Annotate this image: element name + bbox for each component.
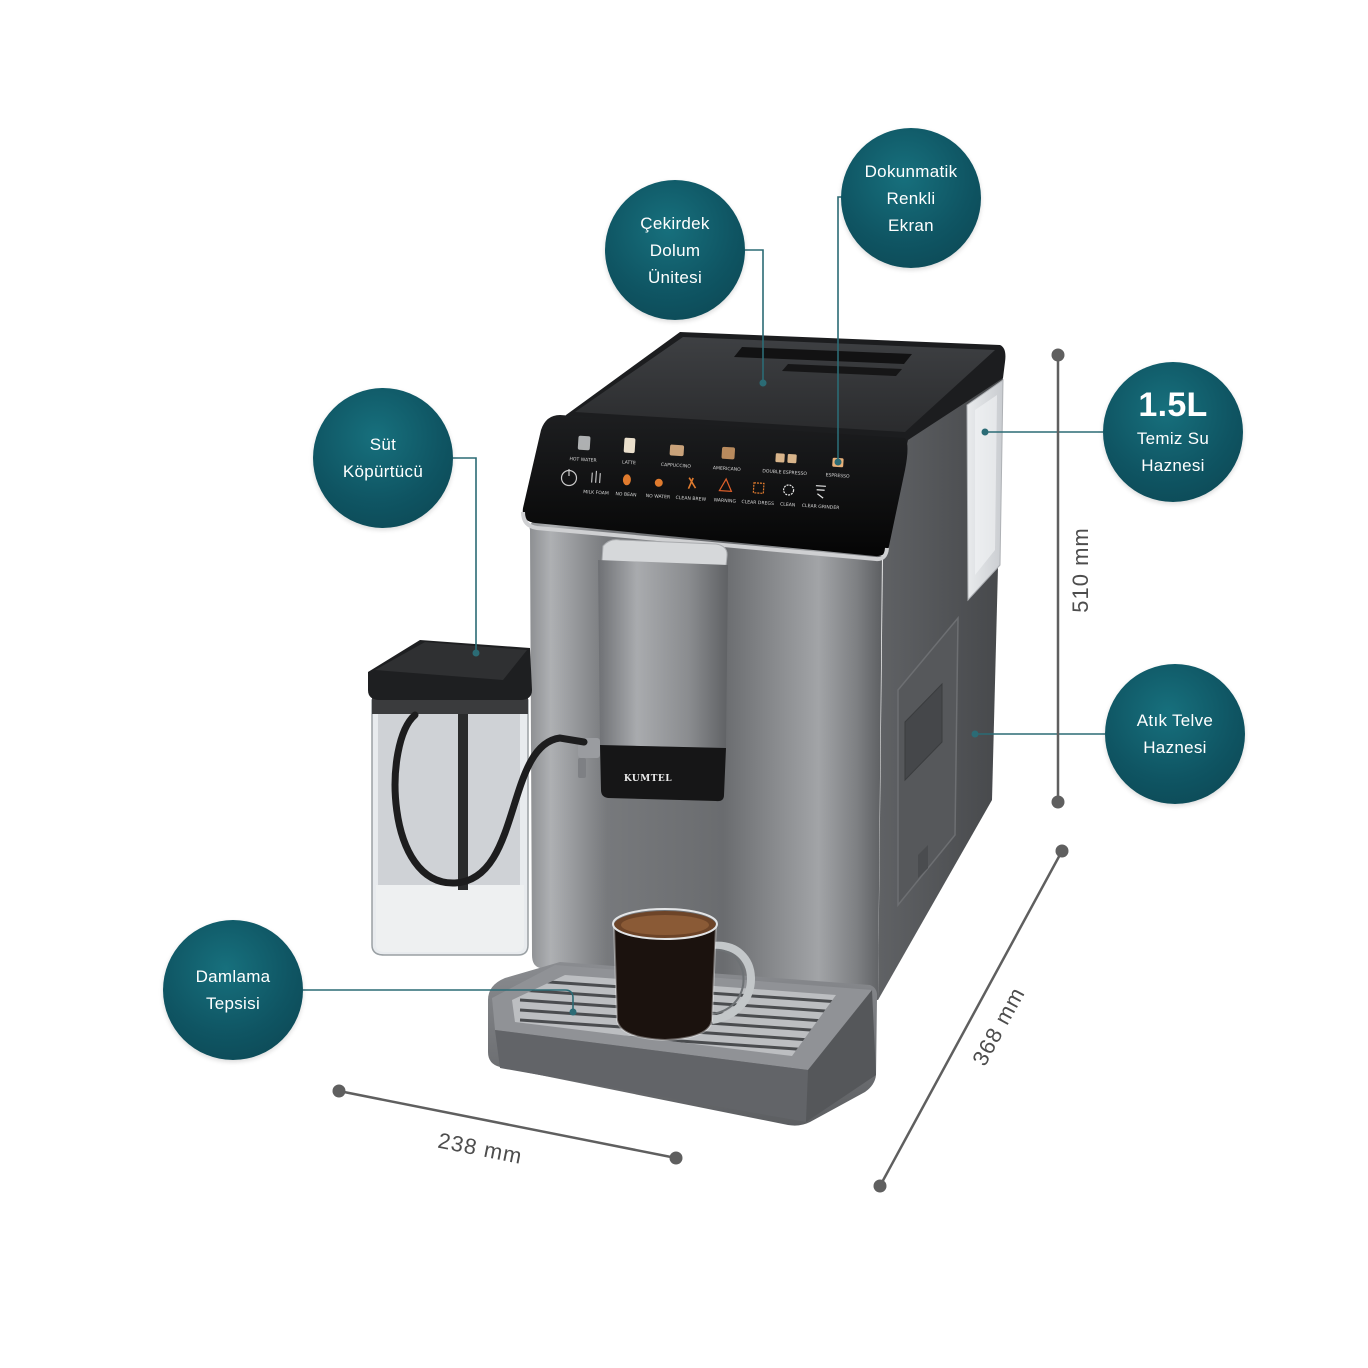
panel-label-clear-grinder: CLEAR GRINDER: [802, 503, 841, 511]
hot-water-icon: [577, 435, 591, 451]
cup-handle: [711, 941, 755, 1024]
height-dimension-dot-top: [1051, 348, 1065, 362]
clear-grinder-icon: [815, 485, 826, 499]
grounds-container-panel: [897, 615, 959, 908]
grounds-container-notch: [918, 845, 928, 878]
coffee-cup: [612, 924, 718, 1042]
callout-touch-screen-line-3: Ekran: [888, 215, 934, 235]
coffee-spout-body: [598, 560, 728, 748]
height-dimension-label: 510 mm: [1068, 527, 1093, 612]
callout-milk-frother-line-2: Köpürtücü: [342, 462, 424, 481]
leader-line-milk-frother: [453, 457, 477, 652]
cup-rim: [612, 908, 718, 940]
double-espresso-icon: [775, 453, 797, 464]
panel-label-hot-water: HOT WATER: [569, 456, 597, 464]
grounds-container-grip: [904, 682, 943, 782]
panel-label-no-bean: NO BEAN: [615, 491, 636, 498]
power-icon: [560, 469, 578, 487]
panel-label-milk-foam: MILK FOAM: [583, 489, 609, 497]
panel-label-clean: CLEAN: [780, 501, 796, 508]
clean-brew-icon: [687, 477, 697, 489]
drip-tray-front: [495, 1030, 808, 1122]
callout-milk-frother-line-1: Süt: [369, 435, 397, 454]
panel-buttons: HOT WATER LATTE CAPPUCCINO AMERICANO DOU…: [569, 435, 850, 511]
callout-water-tank-line-2: Haznesi: [1141, 455, 1205, 475]
clear-dregs-icon: [752, 482, 765, 495]
cup-handle-inner: [711, 948, 745, 1015]
callout-bean-hopper-line-1: Çekirdek: [640, 213, 710, 233]
leader-dot-drip-tray: [569, 1008, 577, 1016]
height-dimension-dot-bottom: [1051, 795, 1065, 809]
callout-water-tank-capacity: 1.5L: [1138, 385, 1208, 424]
panel-label-americano: AMERICANO: [713, 465, 742, 473]
callout-touch-screen-line-2: Renkli: [886, 188, 936, 208]
width-dimension-dot-left: [332, 1084, 346, 1098]
callout-water-tank: 1.5L Temiz Su Haznesi: [1103, 362, 1243, 502]
width-dimension-line: [338, 1089, 677, 1160]
milk: [376, 885, 524, 952]
callout-drip-tray: Damlama Tepsisi: [163, 920, 303, 1060]
leader-dot-grounds-container: [971, 730, 979, 738]
callout-grounds-container-line-1: Atık Telve: [1136, 711, 1214, 730]
drip-tray-side: [806, 990, 876, 1122]
callout-bean-hopper-line-2: Dolum: [649, 240, 701, 260]
warning-icon: [718, 477, 733, 493]
cappuccino-icon: [669, 444, 685, 457]
depth-dimension-dot-bottom: [873, 1179, 887, 1193]
panel-label-warning: WARNING: [713, 497, 736, 504]
no-water-icon: [654, 478, 663, 487]
brand-logo: KUMTEL: [624, 774, 672, 784]
leader-dot-water-tank: [981, 428, 989, 436]
panel-label-latte: LATTE: [622, 459, 636, 466]
depth-dimension-label: 368 mm: [967, 983, 1030, 1070]
panel-label-clear-dregs: CLEAR DREGS: [741, 499, 774, 507]
leader-line-bean-hopper: [745, 249, 764, 383]
panel-label-clean-brew: CLEAN BREW: [675, 495, 706, 503]
panel-label-no-water: NO WATER: [645, 493, 671, 501]
callout-grounds-container: Atık Telve Haznesi: [1105, 664, 1245, 804]
milk-dip-tube: [458, 706, 468, 890]
bean-hopper-slot-2: [782, 364, 902, 376]
panel-label-espresso: ESPRESSO: [825, 472, 850, 480]
callout-drip-tray-line-2: Tepsisi: [205, 994, 261, 1013]
latte-icon: [623, 437, 636, 454]
touch-control-panel: [522, 415, 908, 557]
milk-hose: [391, 711, 588, 887]
callout-touch-screen: Dokunmatik Renkli Ekran: [841, 128, 981, 268]
callout-drip-tray-line-1: Damlama: [195, 967, 271, 986]
coffee-spout-nozzle: [600, 745, 726, 802]
americano-icon: [721, 446, 736, 460]
panel-label-cappuccino: CAPPUCCINO: [661, 462, 692, 470]
milk-spout-tip: [578, 758, 586, 778]
water-tank-highlight: [975, 395, 997, 575]
callout-bean-hopper-line-3: Ünitesi: [647, 267, 703, 287]
leader-dot-bean-hopper: [759, 379, 767, 387]
milk-container-lid-top: [375, 642, 527, 680]
bean-hopper-slot: [734, 347, 912, 364]
leader-dot-milk-frother: [472, 649, 480, 657]
leader-dot-touch-screen: [834, 458, 842, 466]
width-dimension-dot-right: [669, 1151, 683, 1165]
depth-dimension-line: [878, 850, 1064, 1187]
milk-foam-icon: [591, 470, 601, 484]
callout-touch-screen-line-1: Dokunmatik: [864, 161, 958, 181]
callout-milk-frother: Süt Köpürtücü: [313, 388, 453, 528]
spout-bracket: [601, 539, 728, 567]
leader-line-drip-tray: [303, 989, 574, 1009]
callout-bean-hopper: Çekirdek Dolum Ünitesi: [605, 180, 745, 320]
depth-dimension-dot-top: [1055, 844, 1069, 858]
no-bean-icon: [622, 474, 631, 486]
width-dimension-label: 238 mm: [436, 1128, 525, 1169]
coffee-crema-center: [621, 915, 709, 935]
panel-label-double-espresso: DOUBLE ESPRESSO: [762, 468, 807, 477]
callout-grounds-container-line-2: Haznesi: [1143, 738, 1207, 757]
clean-icon: [782, 484, 795, 496]
callout-water-tank-line-1: Temiz Su: [1136, 428, 1210, 448]
